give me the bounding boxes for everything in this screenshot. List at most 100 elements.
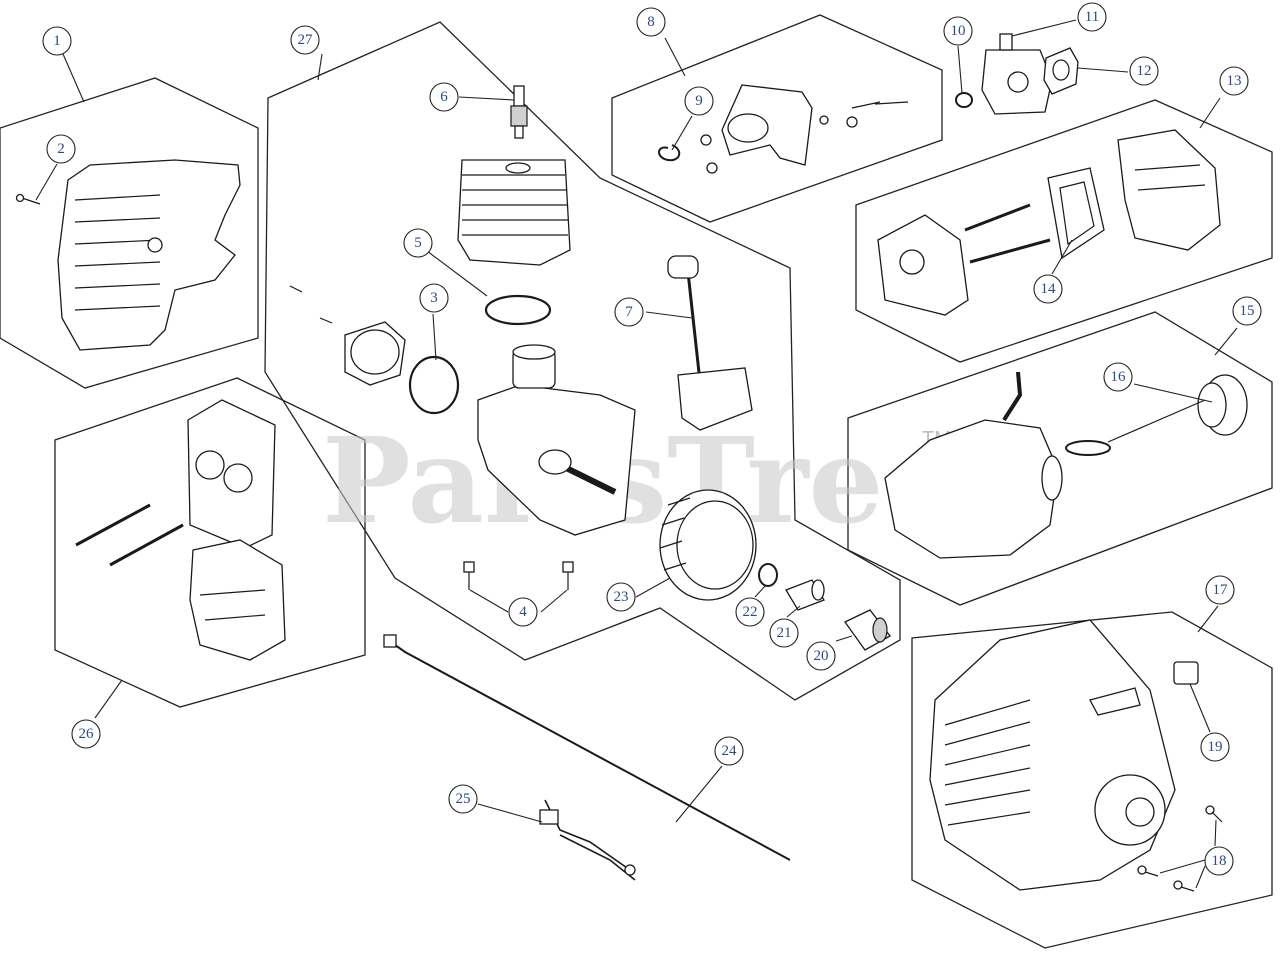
part-3-oring-art <box>408 355 460 415</box>
part-18-screws-art <box>1137 805 1223 892</box>
callout-13-label: 13 <box>1227 73 1242 89</box>
callout-11: 11 <box>1077 2 1107 32</box>
part-14-filter-element-art <box>1047 167 1105 260</box>
callout-8-label: 8 <box>647 14 655 30</box>
muffler-bolt-a-art <box>75 503 151 547</box>
callout-9-label: 9 <box>695 93 703 109</box>
panel-26-muffler <box>54 377 366 708</box>
callout-17-label: 17 <box>1213 582 1229 598</box>
callout-6-label: 6 <box>440 89 448 105</box>
callout-10: 10 <box>943 16 973 46</box>
part-2-screw-art <box>15 193 41 205</box>
callout-22: 22 <box>735 597 765 627</box>
callout-16: 16 <box>1103 362 1133 392</box>
screw-b-art <box>319 317 333 324</box>
cylinder-art <box>457 159 571 266</box>
muffler-bolt-b-art <box>109 523 184 567</box>
callout-1: 1 <box>42 26 72 56</box>
callout-17: 17 <box>1205 575 1235 605</box>
callout-24: 24 <box>714 736 744 766</box>
callout-13: 13 <box>1219 66 1249 96</box>
leader-lines <box>35 19 1238 889</box>
part-24-throttle-cable-art <box>383 634 791 861</box>
screw-a-art <box>289 285 303 293</box>
panel-8-carb-bracket <box>611 14 943 223</box>
callout-5-label: 5 <box>414 235 422 251</box>
callout-4-label: 4 <box>519 604 527 620</box>
callout-4: 4 <box>508 597 538 627</box>
callout-22-label: 22 <box>743 604 758 620</box>
callout-9: 9 <box>684 86 714 116</box>
part-1-shroud-art <box>57 159 241 351</box>
part-21-spacer-art <box>785 579 825 611</box>
callout-19: 19 <box>1200 732 1230 762</box>
callout-8: 8 <box>636 7 666 37</box>
callout-12: 12 <box>1129 56 1159 86</box>
callout-21-label: 21 <box>777 625 792 641</box>
part-25-wire-harness-art <box>539 799 636 881</box>
callout-15: 15 <box>1232 296 1262 326</box>
callout-6: 6 <box>429 82 459 112</box>
air-filter-base-art <box>877 214 969 316</box>
callout-25-label: 25 <box>456 791 471 807</box>
callout-20: 20 <box>806 641 836 671</box>
part-12-gasket-art <box>1043 47 1079 95</box>
callout-19-label: 19 <box>1208 739 1223 755</box>
callout-2: 2 <box>46 134 76 164</box>
part-15-fuel-tank-art <box>884 371 1063 559</box>
callout-10-label: 10 <box>951 23 966 39</box>
part-11-carburetor-art <box>981 33 1053 115</box>
filter-bolt-a-art <box>964 203 1031 232</box>
crankcase-art <box>477 344 636 536</box>
callout-26: 26 <box>71 719 101 749</box>
callout-5: 5 <box>403 228 433 258</box>
part-23-flywheel-art <box>659 489 757 601</box>
callout-1-label: 1 <box>53 33 61 49</box>
callout-20-label: 20 <box>814 648 829 664</box>
callout-2-label: 2 <box>57 141 65 157</box>
part-16-fuel-cap-art <box>1065 374 1248 456</box>
panel-27-engine <box>264 21 901 701</box>
callout-23-label: 23 <box>614 589 629 605</box>
callout-18-label: 18 <box>1212 853 1227 869</box>
part-10-ring-art <box>955 92 973 108</box>
callout-3: 3 <box>419 283 449 313</box>
part-20-nut-art <box>844 609 891 651</box>
part-26-muffler-art <box>189 539 286 661</box>
callout-26-label: 26 <box>79 726 95 742</box>
callout-25: 25 <box>448 784 478 814</box>
callout-24-label: 24 <box>722 743 738 759</box>
callout-11-label: 11 <box>1085 9 1099 25</box>
panel-17-housing <box>911 611 1273 949</box>
callout-16-label: 16 <box>1111 369 1127 385</box>
part-5-gasket-art <box>484 294 552 326</box>
panel-15-fuel-tank <box>847 311 1273 606</box>
callout-23: 23 <box>606 582 636 612</box>
callout-12-label: 12 <box>1137 63 1152 79</box>
watermark-text: PartsTree <box>322 411 959 550</box>
filter-bolt-b-art <box>969 238 1051 264</box>
callout-7-label: 7 <box>625 304 633 320</box>
callout-14: 14 <box>1033 274 1063 304</box>
callout-15-label: 15 <box>1240 303 1255 319</box>
part-17-housing-art <box>929 619 1176 891</box>
part-7-ignition-coil-art <box>667 255 753 431</box>
callout-18: 18 <box>1204 846 1234 876</box>
panel-13-air-filter <box>855 99 1273 363</box>
callout-7: 7 <box>614 297 644 327</box>
panel-1-shroud <box>0 77 259 389</box>
part-4-bolts-art <box>463 561 574 590</box>
callout-14-label: 14 <box>1041 281 1057 297</box>
callout-3-label: 3 <box>430 290 438 306</box>
part-6-spark-plug-art <box>510 85 528 139</box>
part-22-washer-art <box>758 563 778 587</box>
part-19-switch-art <box>1173 661 1199 685</box>
callout-27: 27 <box>290 25 320 55</box>
clutch-cover-art <box>344 321 406 386</box>
part-9-clip-art <box>658 144 681 162</box>
muffler-shield-art <box>187 399 276 549</box>
callout-21: 21 <box>769 618 799 648</box>
part-8-bracket-art <box>700 84 909 174</box>
